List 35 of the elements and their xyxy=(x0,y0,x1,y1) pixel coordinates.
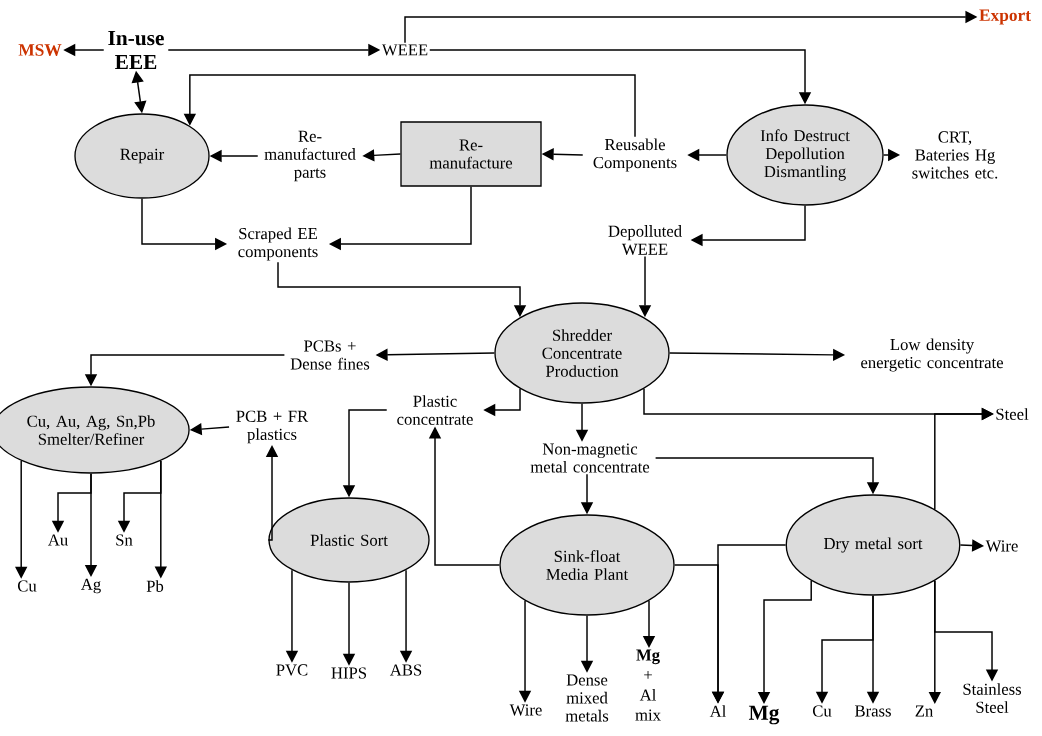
stream-label: Al xyxy=(709,705,726,717)
stream-label: Brass xyxy=(854,705,891,717)
stream-label: Plastic concentrate xyxy=(397,395,473,425)
stream-label: Dense mixed metals xyxy=(565,674,609,722)
stream-label: Cu xyxy=(812,705,832,717)
stream-label: Au xyxy=(48,534,68,546)
process-box: Re-manufacture xyxy=(400,121,542,187)
stream-label: Pb xyxy=(146,580,164,592)
stream-label: HIPS xyxy=(331,667,367,679)
stream-label: PCBs + Dense fines xyxy=(290,340,370,370)
stream-label: Steel xyxy=(996,408,1029,420)
stream-label: Cu xyxy=(17,580,37,592)
stream-label: ABS xyxy=(389,664,422,676)
stream-label: CRT, Bateries Hg switches etc. xyxy=(912,131,998,179)
stream-label: Mg + Al mix xyxy=(635,649,661,721)
stream-label: Stainless Steel xyxy=(963,683,1022,713)
stream-label: WEEE xyxy=(381,44,428,56)
stream-label: In-use EEE xyxy=(108,31,164,69)
output-label: MSW xyxy=(18,44,62,56)
stream-label: Scraped EE components xyxy=(238,227,318,261)
stream-label: Reusable Components xyxy=(593,138,677,172)
stream-label: Low density energetic concentrate xyxy=(861,338,1003,372)
stream-label: Wire xyxy=(985,540,1018,552)
stream-label: PVC xyxy=(276,664,308,676)
stream-label: Mg xyxy=(748,705,780,725)
output-label: Export xyxy=(979,9,1031,25)
stream-label: Depolluted WEEE xyxy=(608,225,682,255)
stream-label: Re-manufactured parts xyxy=(264,130,356,182)
stream-label: Ag xyxy=(81,578,101,594)
arrow xyxy=(329,185,472,251)
stream-label: Sn xyxy=(116,534,133,546)
stream-label: Zn xyxy=(915,705,933,717)
stream-label: Non-magnetic metal concentrate xyxy=(530,443,650,473)
stream-label: Wire xyxy=(509,704,542,716)
stream-label: PCB + FR plastics xyxy=(236,410,309,444)
